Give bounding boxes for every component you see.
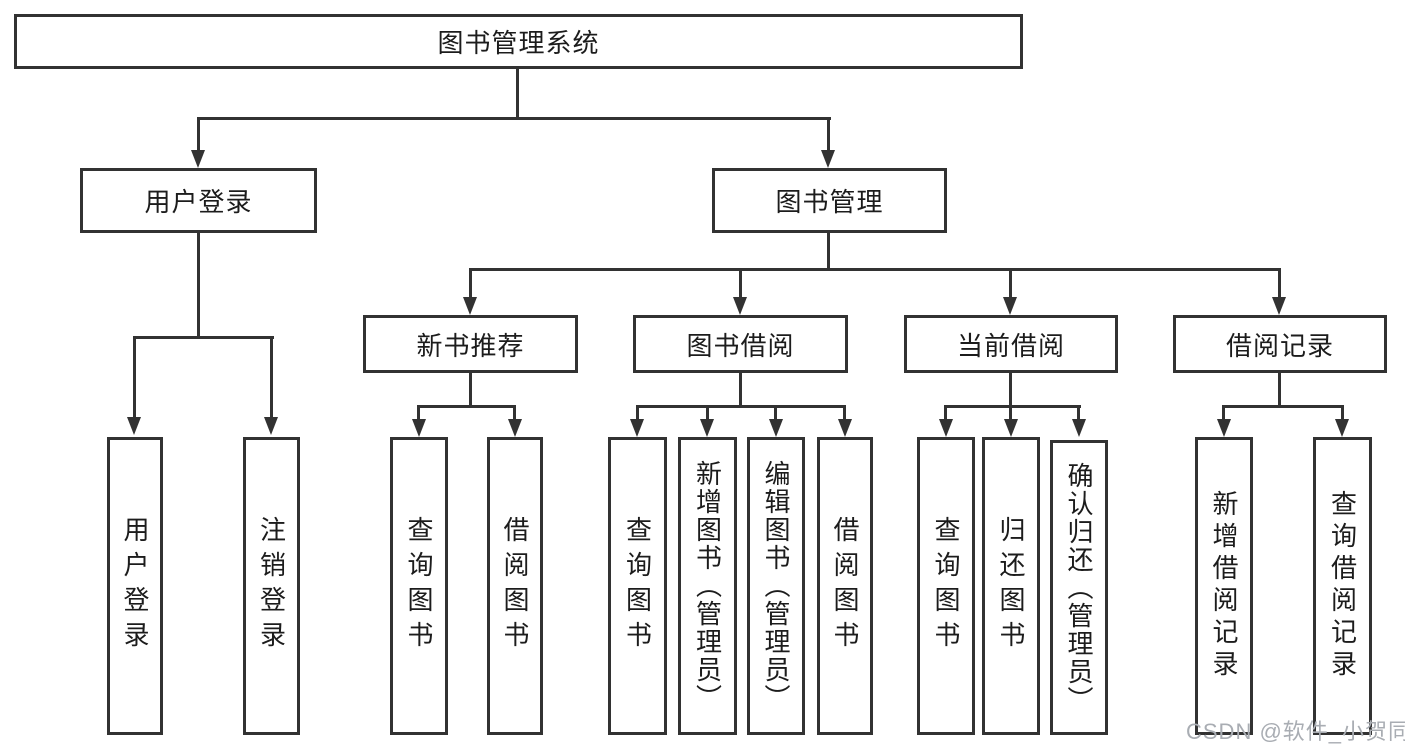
connector-line — [1009, 405, 1012, 419]
arrowhead-down-icon — [700, 419, 714, 437]
connector-line — [1278, 373, 1281, 405]
leaf-borrow-books: 借阅图书 — [817, 437, 873, 735]
leaf-confirm-return-admin: 确认归还（管理员） — [1050, 440, 1108, 735]
node-user-login: 用户登录 — [80, 168, 317, 233]
arrowhead-down-icon — [1272, 297, 1286, 315]
arrowhead-down-icon — [838, 419, 852, 437]
connector-line — [1009, 373, 1012, 405]
connector-line — [739, 373, 742, 405]
arrowhead-down-icon — [508, 419, 522, 437]
connector-line — [739, 268, 742, 297]
leaf-query-borrow-record: 查询借阅记录 — [1313, 437, 1372, 735]
arrowhead-down-icon — [1072, 419, 1086, 437]
arrowhead-down-icon — [1335, 419, 1349, 437]
connector-line — [774, 405, 777, 419]
node-new-book-recommend: 新书推荐 — [363, 315, 578, 373]
leaf-query-books-recommend: 查询图书 — [390, 437, 448, 735]
leaf-add-borrow-record: 新增借阅记录 — [1195, 437, 1253, 735]
connector-line — [516, 66, 519, 117]
connector-line — [513, 405, 516, 419]
node-borrow-records: 借阅记录 — [1173, 315, 1387, 373]
connector-line — [944, 405, 947, 419]
connector-line — [944, 405, 1081, 408]
arrowhead-down-icon — [769, 419, 783, 437]
arrowhead-down-icon — [412, 419, 426, 437]
connector-line — [827, 117, 830, 150]
connector-line — [1077, 405, 1080, 419]
connector-line — [1009, 268, 1012, 297]
connector-line — [270, 336, 273, 417]
node-current-borrow: 当前借阅 — [904, 315, 1118, 373]
leaf-query-books-current: 查询图书 — [917, 437, 975, 735]
arrowhead-down-icon — [733, 297, 747, 315]
connector-line — [636, 405, 639, 419]
arrowhead-down-icon — [463, 297, 477, 315]
connector-line — [133, 336, 274, 339]
connector-line — [706, 405, 709, 419]
connector-line — [1222, 405, 1225, 419]
connector-line — [197, 117, 200, 150]
node-book-management: 图书管理 — [712, 168, 947, 233]
connector-line — [1341, 405, 1344, 419]
arrowhead-down-icon — [821, 150, 835, 168]
arrowhead-down-icon — [1217, 419, 1231, 437]
leaf-borrow-books-recommend: 借阅图书 — [487, 437, 543, 735]
leaf-edit-book-admin: 编辑图书（管理员） — [747, 437, 805, 735]
arrowhead-down-icon — [191, 150, 205, 168]
connector-line — [417, 405, 420, 419]
connector-line — [197, 233, 200, 336]
arrowhead-down-icon — [939, 419, 953, 437]
connector-line — [843, 405, 846, 419]
connector-line — [827, 233, 830, 268]
arrowhead-down-icon — [1003, 297, 1017, 315]
node-book-borrow: 图书借阅 — [633, 315, 848, 373]
connector-line — [133, 336, 136, 417]
arrowhead-down-icon — [264, 417, 278, 435]
connector-line — [417, 405, 516, 408]
arrowhead-down-icon — [630, 419, 644, 437]
connector-line — [1222, 405, 1344, 408]
csdn-watermark: CSDN @软件_小贺同学 — [1186, 719, 1405, 744]
connector-line — [1278, 268, 1281, 297]
leaf-add-book-admin: 新增图书（管理员） — [678, 437, 737, 735]
connector-line — [197, 117, 831, 120]
connector-line — [469, 268, 472, 297]
node-root: 图书管理系统 — [14, 14, 1023, 69]
connector-line — [469, 268, 1281, 271]
leaf-user-login: 用户登录 — [107, 437, 163, 735]
connector-line — [636, 405, 846, 408]
connector-line — [469, 373, 472, 405]
leaf-logout: 注销登录 — [243, 437, 300, 735]
leaf-query-books-borrow: 查询图书 — [608, 437, 667, 735]
arrowhead-down-icon — [1004, 419, 1018, 437]
leaf-return-book: 归还图书 — [982, 437, 1040, 735]
arrowhead-down-icon — [127, 417, 141, 435]
